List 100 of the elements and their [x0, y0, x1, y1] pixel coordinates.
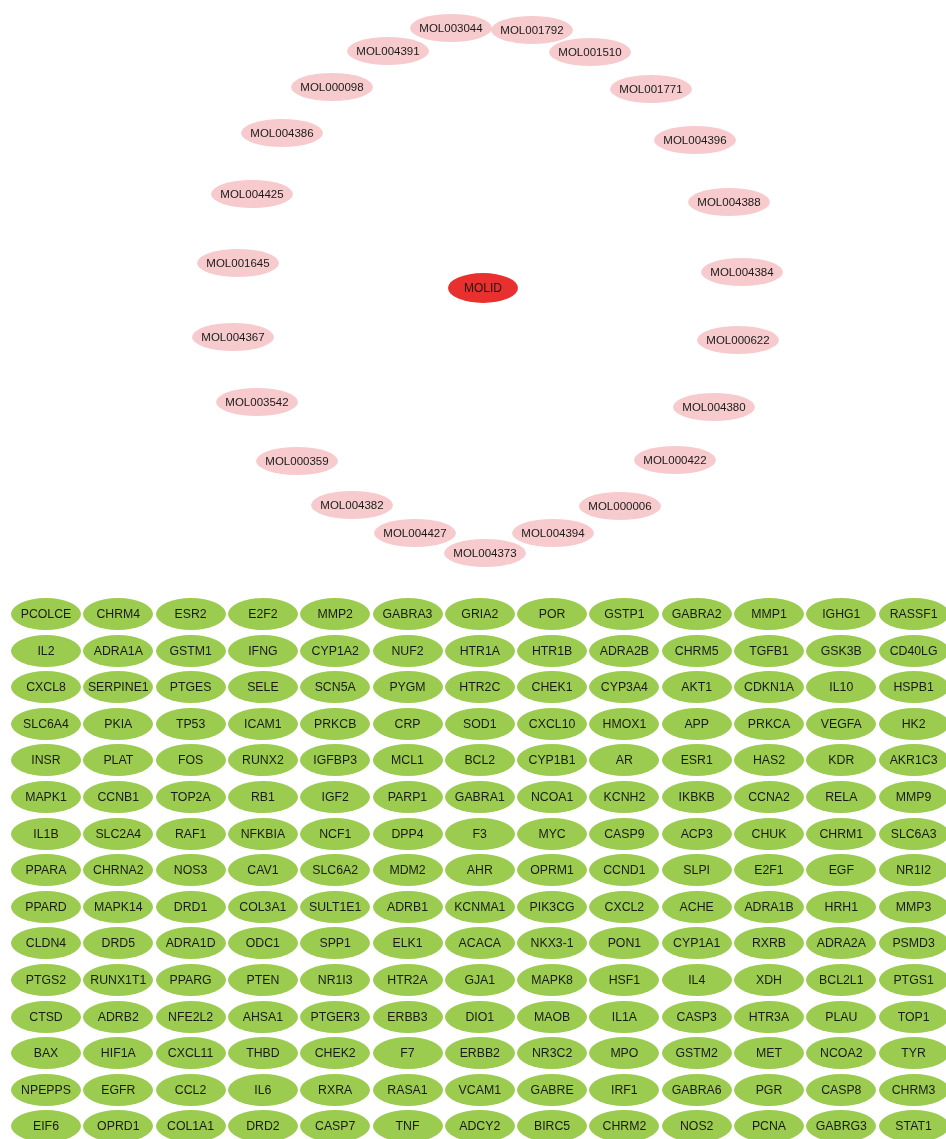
target-node: CHUK: [734, 817, 804, 850]
target-node: GABRA2: [661, 598, 732, 630]
target-node: ADRA2B: [589, 634, 660, 667]
hub-node: MOLID: [448, 273, 518, 303]
target-node: VEGFA: [806, 707, 877, 740]
compound-node: MOL004396: [654, 126, 736, 154]
target-node: HRH1: [806, 890, 877, 923]
target-node: PLAU: [806, 1000, 877, 1033]
target-node: RXRB: [734, 927, 804, 960]
target-node: SCN5A: [300, 671, 371, 704]
target-node: PGR: [734, 1073, 804, 1106]
target-node: PLAT: [83, 744, 154, 777]
target-node: SPP1: [300, 927, 371, 960]
target-node: ERBB2: [444, 1037, 515, 1070]
target-node: NR1I3: [300, 964, 371, 996]
target-node: GABRA3: [372, 598, 443, 630]
target-node: IGFBP3: [300, 744, 371, 777]
target-node: VCAM1: [444, 1073, 515, 1106]
target-node: BCL2L1: [806, 964, 877, 996]
target-node: NKX3-1: [517, 927, 588, 960]
target-node: ACP3: [661, 817, 732, 850]
target-node: BCL2: [444, 744, 515, 777]
compound-node: MOL004386: [241, 119, 323, 147]
target-node: SERPINE1: [83, 671, 154, 704]
target-node: HK2: [878, 707, 946, 740]
target-node: AKT1: [661, 671, 732, 704]
target-node: RASSF1: [878, 598, 946, 630]
target-node: TOP1: [878, 1000, 946, 1033]
target-node: NR1I2: [878, 854, 946, 887]
target-node: DIO1: [444, 1000, 515, 1033]
target-node: OPRM1: [517, 854, 588, 887]
target-node: GJA1: [444, 964, 515, 996]
target-node: APP: [661, 707, 732, 740]
target-node: PARP1: [372, 781, 443, 813]
target-node: ACHE: [661, 890, 732, 923]
target-node: SLC2A4: [83, 817, 154, 850]
target-node: STAT1: [878, 1110, 946, 1139]
target-node: IGF2: [300, 781, 371, 813]
target-node: SLC6A3: [878, 817, 946, 850]
target-node: ADRA1A: [83, 634, 154, 667]
target-node: MAOB: [517, 1000, 588, 1033]
target-node: CASP3: [661, 1000, 732, 1033]
target-node: IL1A: [589, 1000, 660, 1033]
target-node: NCF1: [300, 817, 371, 850]
target-node: MAPK14: [83, 890, 154, 923]
target-node: BAX: [11, 1037, 81, 1070]
target-node: TOP2A: [155, 781, 226, 813]
target-node: TGFB1: [734, 634, 804, 667]
target-node: TYR: [878, 1037, 946, 1070]
target-node: EIF6: [11, 1110, 81, 1139]
compound-node: MOL004373: [444, 539, 526, 567]
target-node: GSTM1: [155, 634, 226, 667]
target-node: CHRM2: [589, 1110, 660, 1139]
target-node: EGFR: [83, 1073, 154, 1106]
target-node: KCNMA1: [444, 890, 515, 923]
target-node: RXRA: [300, 1073, 371, 1106]
target-node: GSTM2: [661, 1037, 732, 1070]
target-node: SLPI: [661, 854, 732, 887]
target-node: CCNB1: [83, 781, 154, 813]
target-node: HTR2A: [372, 964, 443, 996]
target-node: CXCL10: [517, 707, 588, 740]
target-node: CHEK2: [300, 1037, 371, 1070]
target-node: ESR1: [661, 744, 732, 777]
target-node: PSMD3: [878, 927, 946, 960]
target-node: E2F1: [734, 854, 804, 887]
target-node: ERBB3: [372, 1000, 443, 1033]
target-node: AHR: [444, 854, 515, 887]
target-node: PPARD: [11, 890, 81, 923]
target-node: F7: [372, 1037, 443, 1070]
target-node: CRP: [372, 707, 443, 740]
target-node: CHRM4: [83, 598, 154, 630]
target-node: CLDN4: [11, 927, 81, 960]
target-node: HSPB1: [878, 671, 946, 704]
target-node: OPRD1: [83, 1110, 154, 1139]
target-node: XDH: [734, 964, 804, 996]
target-node: ICAM1: [227, 707, 298, 740]
target-node: DRD2: [227, 1110, 298, 1139]
target-node: PTGER3: [300, 1000, 371, 1033]
target-node: KDR: [806, 744, 877, 777]
target-node: GABRG3: [806, 1110, 877, 1139]
compound-node: MOL001645: [197, 249, 279, 277]
target-node: MCL1: [372, 744, 443, 777]
target-node: TNF: [372, 1110, 443, 1139]
compound-node: MOL000359: [256, 447, 338, 475]
target-node: INSR: [11, 744, 81, 777]
target-node: COL3A1: [227, 890, 298, 923]
target-node: IL2: [11, 634, 81, 667]
target-node: CTSD: [11, 1000, 81, 1033]
compound-node: MOL001792: [491, 16, 573, 44]
target-node: PIK3CG: [517, 890, 588, 923]
target-node: SLC6A4: [11, 707, 81, 740]
target-node: CDKN1A: [734, 671, 804, 704]
compound-node: MOL004367: [192, 323, 274, 351]
target-node: DRD1: [155, 890, 226, 923]
target-node: NOS2: [661, 1110, 732, 1139]
target-node: CHRM3: [878, 1073, 946, 1106]
target-node: IL10: [806, 671, 877, 704]
target-node: HTR2C: [444, 671, 515, 704]
target-node: ADRB2: [83, 1000, 154, 1033]
target-node: HTR3A: [734, 1000, 804, 1033]
